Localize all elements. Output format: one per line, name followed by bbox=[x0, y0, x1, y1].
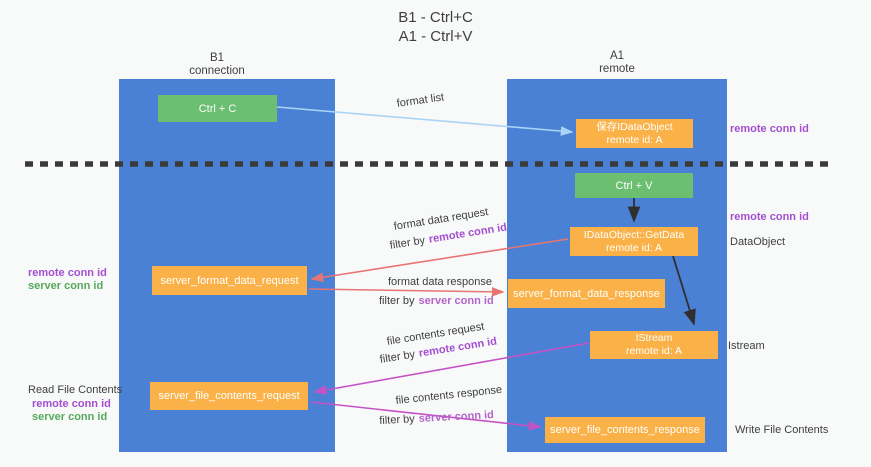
server-format-data-response-box: server_format_data_response bbox=[508, 279, 665, 308]
server-format-data-request-label: server_format_data_request bbox=[160, 274, 299, 287]
b1-label: B1 bbox=[209, 52, 225, 64]
save-idataobject-remote-id: remote id: A bbox=[606, 133, 663, 146]
dataobject-label: DataObject bbox=[730, 236, 786, 248]
left-remote-conn-id-1: remote conn id bbox=[28, 267, 107, 279]
istream-label: IStream bbox=[635, 332, 673, 344]
ctrl-v-label: Ctrl + V bbox=[615, 179, 653, 192]
format-data-response-arrow bbox=[308, 287, 505, 297]
ctrl-v-box: Ctrl + V bbox=[575, 173, 693, 198]
read-file-contents-label: Read File Contents bbox=[28, 384, 123, 396]
server-file-contents-response-label: server_file_contents_response bbox=[550, 424, 700, 436]
format-list-label: format list bbox=[396, 91, 445, 110]
getdata-label: IDataObject::GetData bbox=[583, 228, 685, 241]
server-format-data-response-label: server_format_data_response bbox=[513, 287, 660, 300]
a1-label: A1 bbox=[609, 50, 625, 62]
filter-by-text: filter by bbox=[389, 234, 426, 252]
filter-by-text: filter by bbox=[379, 295, 415, 307]
diagram-title: B1 - Ctrl+C A1 - Ctrl+V bbox=[0, 8, 871, 46]
left-server-conn-id-2: server conn id bbox=[32, 411, 108, 423]
filter-by-text: filter by bbox=[379, 413, 416, 427]
title-line-1: B1 - Ctrl+C bbox=[398, 9, 473, 26]
getdata-remote-id: remote id: A bbox=[605, 241, 663, 254]
istream-side-label: Istream bbox=[728, 340, 765, 352]
ctrl-c-label: Ctrl + C bbox=[198, 102, 237, 115]
server-conn-id-text: server conn id bbox=[418, 408, 495, 425]
file-contents-response-label: file contents response bbox=[395, 383, 503, 407]
right-remote-conn-id-mid: remote conn id bbox=[730, 211, 809, 223]
column-header-b1: B1 connection bbox=[157, 52, 277, 78]
right-remote-conn-id-top: remote conn id bbox=[730, 123, 809, 135]
getdata-box: IDataObject::GetData remote id: A bbox=[570, 227, 698, 256]
istream-box: IStream remote id: A bbox=[590, 331, 718, 359]
a1-sublabel: remote bbox=[599, 63, 635, 75]
save-idataobject-box: 保存IDataObject remote id: A bbox=[576, 119, 693, 148]
write-file-contents-label: Write File Contents bbox=[735, 424, 829, 436]
save-idataobject-label: 保存IDataObject bbox=[596, 120, 673, 133]
server-file-contents-request-label: server_file_contents_request bbox=[158, 390, 300, 402]
title-line-2: A1 - Ctrl+V bbox=[398, 28, 473, 45]
column-header-a1: A1 remote bbox=[557, 50, 677, 76]
server-conn-id-text: server conn id bbox=[418, 295, 494, 307]
b1-sublabel: connection bbox=[189, 65, 245, 77]
istream-remote-id: remote id: A bbox=[625, 345, 683, 357]
format-data-response-label: format data response bbox=[388, 276, 492, 288]
server-file-contents-response-box: server_file_contents_response bbox=[545, 417, 705, 443]
left-remote-conn-id-2: remote conn id bbox=[32, 398, 111, 410]
server-file-contents-request-box: server_file_contents_request bbox=[150, 382, 308, 410]
server-format-data-request-box: server_format_data_request bbox=[152, 266, 307, 295]
filter-by-text: filter by bbox=[379, 348, 416, 366]
ctrl-c-box: Ctrl + C bbox=[158, 95, 277, 122]
left-server-conn-id-1: server conn id bbox=[28, 280, 104, 292]
